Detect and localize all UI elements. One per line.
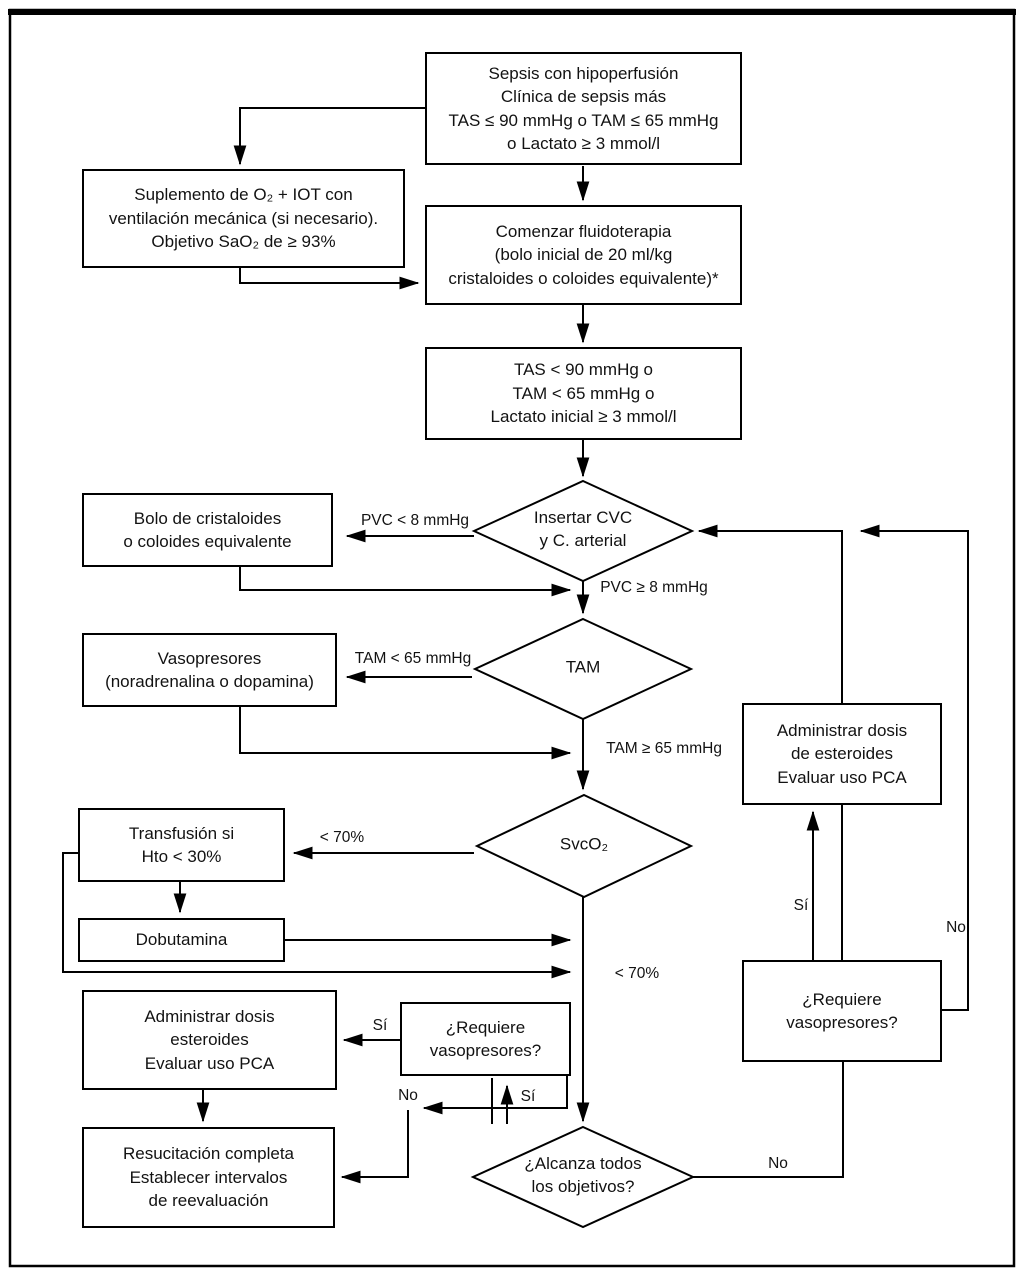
line-alcanza-no-to-requiere-der [693,1062,844,1178]
edge-label-pvc-ge-8: PVC ≥ 8 mmHg [600,579,708,596]
node-bolo-cristaloides-box: Bolo de cristaloides o coloides equivale… [82,493,333,567]
arrow-transfusion-left-loop-to-main-line [62,852,572,979]
arrow-no-to-resucitacion [340,1110,409,1184]
arrow-no-der-loop-to-insertar-cvc [859,524,969,1011]
edge-label-svco2-lt-70-izq: < 70% [319,829,365,846]
arrow-sepsis-to-suplemento [233,107,425,166]
node-transfusion-box: Transfusión si Hto < 30% [78,808,285,882]
edge-label-tam-ge-65: TAM ≥ 65 mmHg [606,740,722,757]
edge-label-si-der: Sí [793,897,809,914]
node-vasopresores-box: Vasopresores (noradrenalina o dopamina) [82,633,337,707]
edge-label-si-esteroides-izq: Sí [372,1017,388,1034]
tam-diamond-shape [472,617,694,721]
edge-label-no-centro: No [398,1087,418,1104]
node-requiere-vasopresores-der-box: ¿Requiere vasopresores? [742,960,942,1062]
node-esteroides-izq-box: Administrar dosis esteroides Evaluar uso… [82,990,337,1090]
edge-label-svco2-lt-70-abajo: < 70% [614,965,660,982]
node-sepsis-box: Sepsis con hipoperfusión Clínica de seps… [425,52,742,165]
arrow-suplemento-to-fluidoterapia [239,268,420,290]
node-tas-criterios-box: TAS < 90 mmHg o TAM < 65 mmHg o Lactato … [425,347,742,440]
arrow-requiere-centro-no-branch [422,1076,568,1115]
node-requiere-vasopresores-centro-box: ¿Requiere vasopresores? [400,1002,571,1076]
edge-label-si-centro: Sí [520,1088,536,1105]
node-fluidoterapia-box: Comenzar fluidoterapia (bolo inicial de … [425,205,742,305]
node-insertar-cvc-label: Insertar CVC y C. arterial [533,508,633,550]
diamond-shapes [470,479,696,1229]
insertar-cvc-diamond-shape [471,479,695,583]
arrow-vasopresores-to-main-line [239,707,572,760]
node-tam-label: TAM [565,657,601,677]
edge-label-tam-lt-65: TAM < 65 mmHg [354,650,472,667]
node-svco2-label: SvcO₂ [559,834,609,854]
alcanza-diamond-shape [470,1125,696,1229]
edge-label-no-alcanza: No [768,1155,788,1172]
node-suplemento-o2-box: Suplemento de O₂ + IOT con ventilación m… [82,169,405,268]
svco2-diamond-shape [474,793,694,899]
arrow-esteroides-der-to-insertar-cvc [697,524,843,703]
edge-label-no-der: No [946,919,966,936]
node-alcanza-objetivos-label: ¿Alcanza todos los objetivos? [524,1154,642,1196]
node-dobutamina-box: Dobutamina [78,918,285,962]
node-resucitacion-box: Resucitación completa Establecer interva… [82,1127,335,1228]
node-esteroides-der-box: Administrar dosis de esteroides Evaluar … [742,703,942,805]
edge-label-pvc-lt-8: PVC < 8 mmHg [360,512,470,529]
connectors [62,107,969,1184]
figure-border [8,8,1016,1268]
arrow-bolo-to-main-line [239,567,572,597]
